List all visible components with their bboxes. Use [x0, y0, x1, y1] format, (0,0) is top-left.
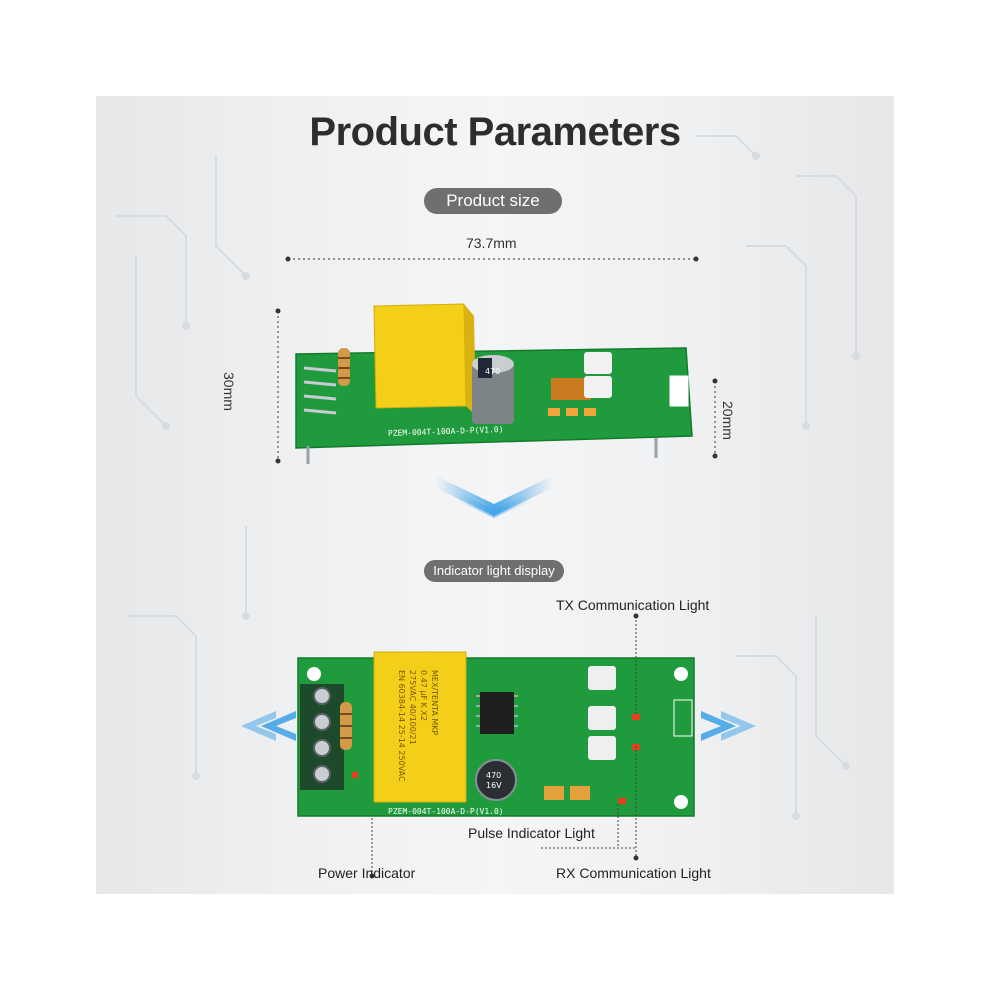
- width-dimension-label: 73.7mm: [466, 235, 517, 251]
- rx-light-callout: RX Communication Light: [556, 865, 711, 881]
- product-parameters-panel: Product Parameters Product size 73.7mm 3…: [96, 96, 894, 894]
- height-dimension-label: 30mm: [221, 372, 237, 411]
- pulse-light-callout: Pulse Indicator Light: [468, 825, 595, 841]
- page-title: Product Parameters: [309, 110, 681, 154]
- indicator-light-label: Indicator light display: [424, 560, 564, 582]
- product-size-label: Product size: [424, 188, 562, 214]
- board-height-dimension-label: 20mm: [720, 401, 736, 440]
- power-indicator-callout: Power Indicator: [318, 865, 416, 881]
- tx-light-callout: TX Communication Light: [556, 597, 710, 613]
- circuit-background: [116, 135, 860, 820]
